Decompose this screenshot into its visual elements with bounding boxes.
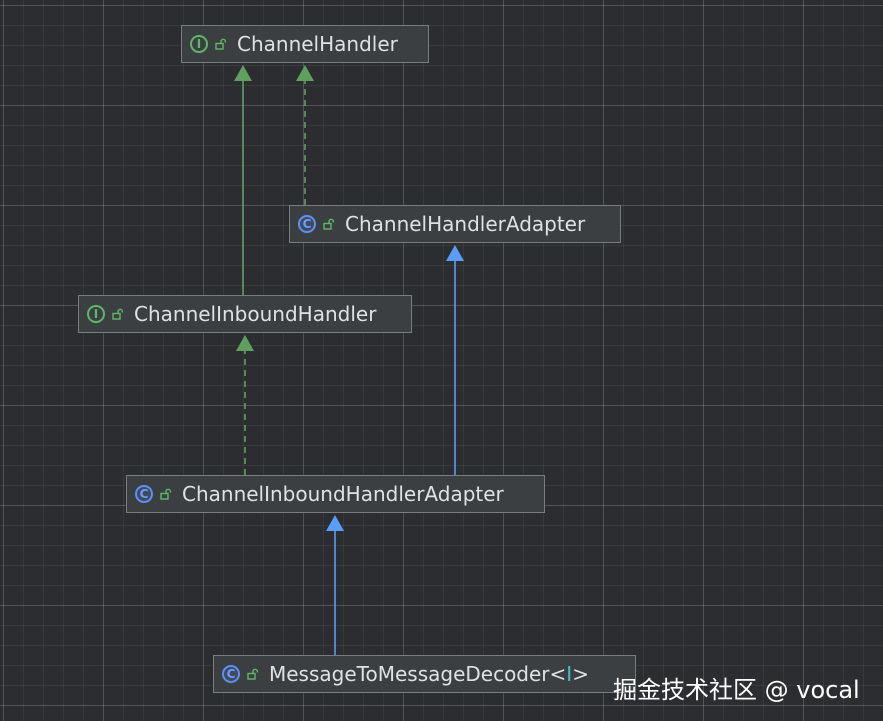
type-parameter: I: [566, 662, 573, 686]
class-name: ChannelHandler: [237, 32, 398, 56]
edge-arrowhead: [236, 335, 254, 351]
interface-icon: I: [87, 305, 105, 323]
edge-arrowhead: [296, 65, 314, 81]
class-name: ChannelInboundHandler: [134, 302, 377, 326]
class-icon: C: [135, 485, 153, 503]
interface-icon: I: [190, 35, 208, 53]
class-name: ChannelHandlerAdapter: [345, 212, 586, 236]
unlock-icon: [323, 218, 335, 230]
generic-close: >: [572, 662, 589, 686]
node-channel-handler-adapter[interactable]: C ChannelHandlerAdapter: [289, 205, 621, 243]
node-channel-handler[interactable]: I ChannelHandler: [181, 25, 429, 63]
edges: [234, 65, 464, 655]
edge-arrowhead: [234, 65, 252, 81]
class-icon: C: [222, 665, 240, 683]
edge-arrowhead: [446, 245, 464, 261]
watermark: 掘金技术社区 @ vocal: [613, 676, 860, 704]
node-channel-inbound-handler[interactable]: I ChannelInboundHandler: [78, 295, 412, 333]
class-name: ChannelInboundHandlerAdapter: [182, 482, 504, 506]
generic-open: <: [549, 662, 567, 686]
class-name: MessageToMessageDecoder: [269, 662, 550, 686]
node-message-to-message-decoder[interactable]: C MessageToMessageDecoder < I >: [213, 655, 636, 693]
unlock-icon: [247, 668, 259, 680]
node-channel-inbound-handler-adapter[interactable]: C ChannelInboundHandlerAdapter: [126, 475, 545, 513]
unlock-icon: [215, 38, 227, 50]
unlock-icon: [112, 308, 124, 320]
class-icon: C: [298, 215, 316, 233]
unlock-icon: [160, 488, 172, 500]
edge-arrowhead: [326, 515, 344, 531]
